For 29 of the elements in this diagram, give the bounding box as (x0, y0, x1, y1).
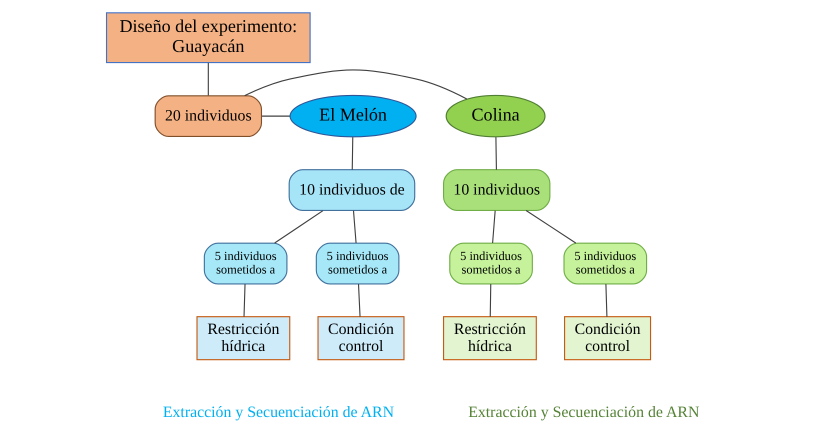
connector (208, 62, 209, 96)
node-box: Condición control (564, 316, 652, 360)
connector (244, 69, 468, 100)
connector (352, 137, 354, 170)
node-box: 10 individuos de (288, 169, 416, 211)
node-box: 5 individuos sometidos a (316, 242, 400, 284)
node-box: 10 individuos (443, 169, 550, 211)
connector (352, 210, 357, 244)
connector (358, 284, 361, 317)
label: Extracción y Secuenciación de ARN (468, 404, 700, 422)
connector (492, 210, 496, 244)
connector (262, 116, 290, 117)
node-box: 5 individuos sometidos a (204, 242, 288, 284)
connector (526, 210, 576, 244)
node-ellipse: Colina (446, 94, 546, 138)
node-box: 20 individuos (154, 95, 262, 138)
connector (495, 137, 497, 170)
node-ellipse: El Melón (290, 94, 417, 138)
node-box: 5 individuos sometidos a (563, 242, 648, 284)
node-box: 5 individuos sometidos a (449, 242, 533, 284)
node-box: Restricción hídrica (443, 316, 537, 360)
label: Extracción y Secuenciación de ARN (162, 404, 394, 422)
connector (274, 210, 324, 244)
node-box: Condición control (317, 316, 405, 360)
node-box: Restricción hídrica (196, 316, 290, 360)
connector (243, 284, 246, 317)
connector (605, 284, 608, 317)
node-box: Diseño del experimento: Guayacán (106, 12, 311, 64)
connector (490, 284, 492, 317)
